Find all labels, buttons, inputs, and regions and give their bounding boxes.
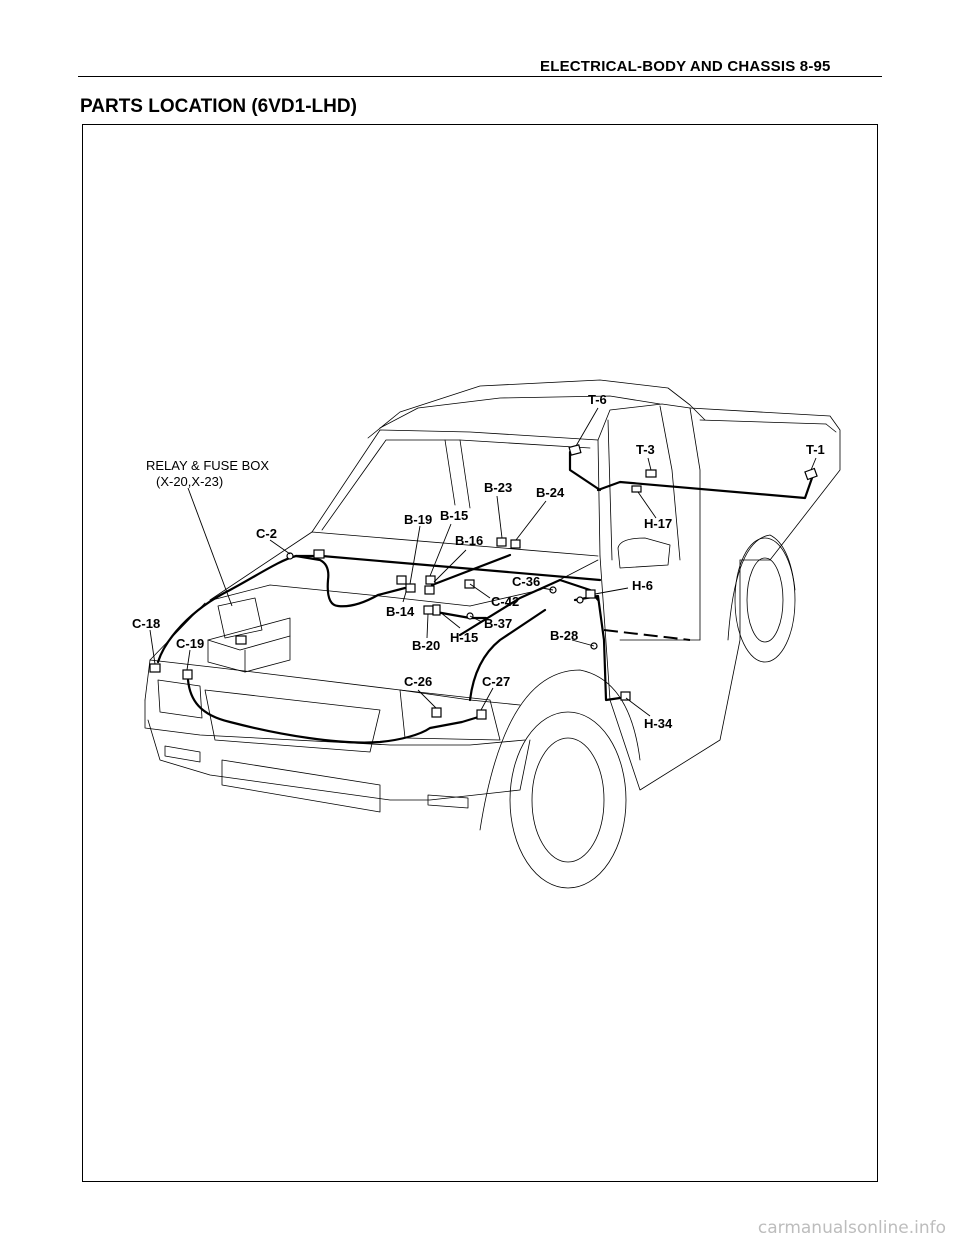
watermark: carmanualsonline.info — [757, 1218, 946, 1238]
label-t6: T-6 — [588, 392, 607, 407]
label-h34: H-34 — [644, 716, 673, 731]
page-title: PARTS LOCATION (6VD1-LHD) — [80, 96, 357, 117]
label-b15: B-15 — [440, 508, 468, 523]
connector-symbols — [149, 444, 818, 720]
label-b23: B-23 — [484, 480, 512, 495]
label-c19: C-19 — [176, 636, 204, 651]
floor-harness — [603, 629, 691, 641]
label-c18: C-18 — [132, 616, 160, 631]
label-b37: B-37 — [484, 616, 512, 631]
label-h15: H-15 — [450, 630, 478, 645]
relay-box-label: RELAY & FUSE BOX — [146, 458, 269, 473]
relay-box-codes: (X-20,X-23) — [156, 474, 223, 489]
label-c27: C-27 — [482, 674, 510, 689]
label-b19: B-19 — [404, 512, 432, 527]
wiring-harness — [156, 450, 814, 744]
leader-lines — [149, 407, 817, 717]
label-c26: C-26 — [404, 674, 432, 689]
label-t3: T-3 — [636, 442, 655, 457]
diagram-frame — [82, 124, 878, 1182]
vehicle-outline — [144, 379, 841, 889]
label-b14: B-14 — [386, 604, 415, 619]
label-t1: T-1 — [806, 442, 825, 457]
header-rule — [78, 76, 882, 77]
label-b16: B-16 — [455, 533, 483, 548]
section-header: ELECTRICAL-BODY AND CHASSIS 8-95 — [540, 58, 831, 75]
label-b28: B-28 — [550, 628, 578, 643]
label-h6: H-6 — [632, 578, 653, 593]
label-b20: B-20 — [412, 638, 440, 653]
label-c36: C-36 — [512, 574, 540, 589]
connector-labels: RELAY & FUSE BOX (X-20,X-23) T-6 T-3 T-1… — [132, 392, 825, 731]
label-c2: C-2 — [256, 526, 277, 541]
label-c42: C-42 — [491, 594, 519, 609]
label-h17: H-17 — [644, 516, 672, 531]
label-b24: B-24 — [536, 485, 565, 500]
